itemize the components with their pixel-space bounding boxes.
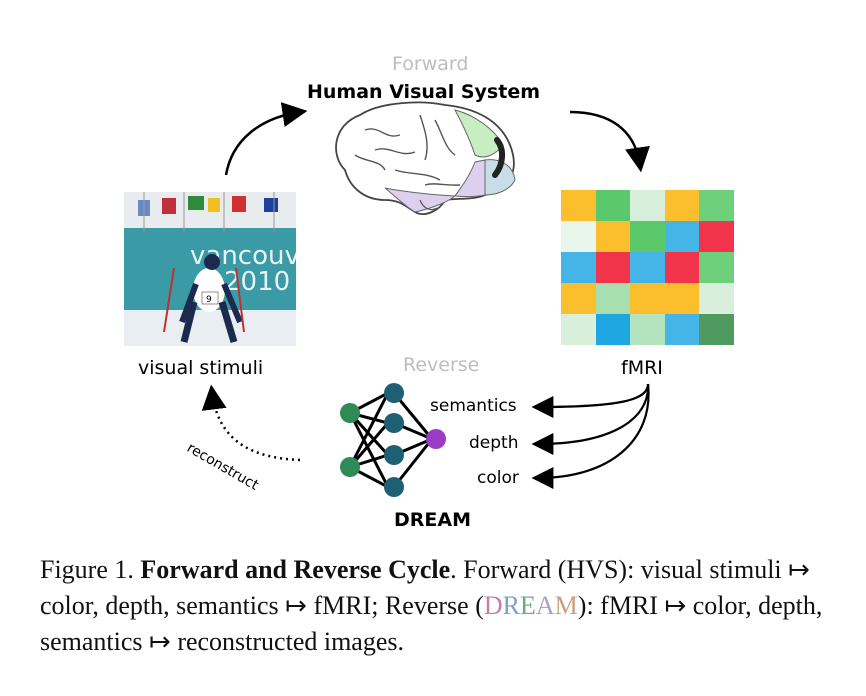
hidden-node-4	[384, 477, 404, 497]
fmri-cell	[595, 252, 631, 283]
fmri-cell	[561, 314, 596, 345]
hidden-node-3	[384, 445, 404, 465]
fmri-cell	[561, 283, 596, 314]
arrow-fmri-to-depth	[531, 383, 650, 455]
hidden-node-1	[384, 383, 404, 403]
fmri-grid	[561, 190, 735, 345]
fmri-cell	[561, 252, 596, 283]
arrow-reconstruct	[201, 384, 301, 462]
fmri-cell	[664, 283, 700, 314]
cycle-arrows	[201, 102, 650, 489]
photo-banner-year: 2010	[224, 267, 290, 297]
caption-dream-letter: D	[483, 591, 503, 620]
forward-label: Forward	[392, 53, 469, 75]
dream-network	[340, 383, 446, 497]
caption-dream-letter: M	[554, 591, 578, 620]
visual-stimuli-photo: vancouv 2010 9	[124, 192, 296, 346]
arrow-fmri-to-color	[531, 383, 650, 489]
fmri-cell	[595, 283, 631, 314]
visual-stimuli-label: visual stimuli	[138, 357, 264, 379]
output-label-color: color	[477, 468, 519, 488]
caption-title: Forward and Reverse Cycle	[140, 555, 451, 584]
fmri-cell	[561, 221, 596, 252]
fmri-cell	[630, 314, 666, 345]
fmri-cell	[595, 314, 631, 345]
caption-text-part2: ): fMRI ↦ color, depth, semantics ↦ reco…	[40, 591, 823, 656]
fmri-cell	[699, 252, 735, 283]
output-label-semantics: semantics	[430, 396, 517, 416]
fmri-cell	[664, 252, 700, 283]
arrow-fmri-to-semantics	[531, 383, 650, 418]
fmri-cell	[630, 283, 666, 314]
fmri-cell	[664, 314, 700, 345]
photo-bib-number: 9	[206, 295, 212, 305]
fmri-cell	[664, 190, 700, 221]
fmri-cell	[561, 190, 596, 221]
fmri-cell	[699, 283, 735, 314]
fmri-cell	[699, 221, 735, 252]
brain-illustration	[335, 101, 516, 215]
caption-prefix: Figure 1.	[40, 555, 134, 584]
fmri-label: fMRI	[621, 357, 663, 379]
fmri-cell	[630, 190, 666, 221]
fmri-cell	[595, 221, 631, 252]
input-node-2	[340, 457, 360, 477]
reverse-label: Reverse	[403, 354, 480, 376]
output-node	[426, 429, 446, 449]
fmri-cell	[630, 221, 666, 252]
arrow-stimuli-to-hvs	[224, 102, 308, 176]
figure-caption: Figure 1. Forward and Reverse Cycle. For…	[40, 552, 840, 660]
caption-dream-letter: R	[502, 591, 520, 620]
hidden-node-2	[384, 413, 404, 433]
hvs-label: Human Visual System	[307, 81, 541, 103]
caption-dream-letter: A	[535, 591, 555, 620]
fmri-cell	[595, 190, 631, 221]
dream-label: DREAM	[394, 509, 471, 531]
fmri-cell	[630, 252, 666, 283]
caption-dream-colored: DREAM	[484, 591, 578, 620]
fmri-cell	[699, 190, 735, 221]
arrow-hvs-to-fmri	[569, 110, 650, 173]
caption-dream-letter: E	[519, 591, 536, 620]
fmri-cell	[664, 221, 700, 252]
caption-text-part1: . Forward (HVS): visual stimuli ↦ color,…	[40, 555, 810, 620]
fmri-cell	[699, 314, 735, 345]
output-label-depth: depth	[469, 433, 519, 453]
input-node-1	[340, 403, 360, 423]
